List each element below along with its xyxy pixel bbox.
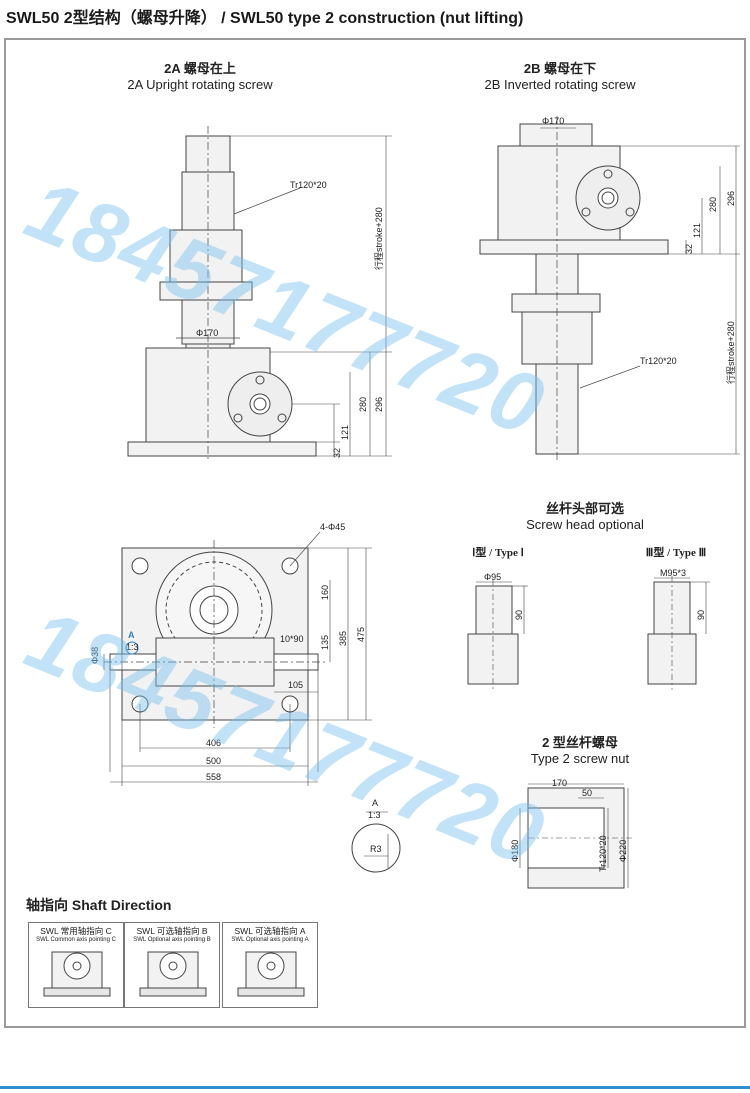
- dim-r3: R3: [370, 844, 382, 854]
- detail-a-letter: A: [372, 798, 378, 808]
- page-title: SWL50 2型结构（螺母升降） / SWL50 type 2 construc…: [6, 10, 524, 27]
- nut-heading: 2 型丝杆螺母 Type 2 screw nut: [530, 735, 630, 766]
- view-2b: [479, 116, 740, 460]
- dim-tr-2b: Tr120*20: [640, 356, 677, 366]
- dim-holes: 4-Φ45: [320, 522, 345, 532]
- dim-280-2a: 280: [358, 397, 368, 412]
- dim-32-2b: 32: [684, 244, 694, 254]
- dim-385: 385: [338, 631, 348, 646]
- dim-558: 558: [206, 772, 221, 782]
- nut-dim-tr: Tr120*20: [598, 835, 608, 872]
- type1-label: Ⅰ型 / Type Ⅰ: [472, 547, 524, 559]
- view-2b-heading: 2B 螺母在下 2B Inverted rotating screw: [484, 61, 636, 92]
- shaft-icon-c: [43, 951, 111, 997]
- drawing-frame: [4, 38, 746, 1028]
- dim-296-2b: 296: [726, 191, 736, 206]
- dim-160: 160: [320, 585, 330, 600]
- type3-label: Ⅲ型 / Type Ⅲ: [645, 547, 707, 559]
- nut-dim-170: 170: [552, 778, 567, 788]
- detail-a-scale: 1:3: [126, 642, 139, 652]
- dim-170-2a: Φ170: [196, 328, 218, 338]
- dim-280-2b: 280: [708, 197, 718, 212]
- dim-121-2a: 121: [340, 425, 350, 440]
- screw-head-heading: 丝杆头部可选 Screw head optional: [526, 501, 644, 532]
- dim-38: Φ38: [90, 647, 100, 664]
- dim-32-2a: 32: [332, 448, 342, 458]
- nut-dim-50: 50: [582, 788, 592, 798]
- dim-90-type1: 90: [514, 610, 524, 620]
- dim-105: 105: [288, 680, 303, 690]
- dim-296-2a: 296: [374, 397, 384, 412]
- dim-key: 10*90: [280, 634, 304, 644]
- dim-95: Φ95: [484, 572, 501, 582]
- shaft-icon-a: [237, 951, 305, 997]
- dim-tr-2a: Tr120*20: [290, 180, 327, 190]
- nut-dim-220: Φ220: [618, 840, 628, 862]
- dim-stroke-2b: 行程stroke+280: [725, 321, 736, 384]
- nut-dim-180: Φ180: [510, 840, 520, 862]
- shaft-direction-title: 轴指向 Shaft Direction: [26, 897, 172, 913]
- detail-a-marker: A: [128, 630, 135, 640]
- dim-406: 406: [206, 738, 221, 748]
- shaft-icon-b: [139, 951, 207, 997]
- bottom-rule: [0, 1086, 750, 1089]
- detail-a-ratio: 1:3: [368, 810, 381, 820]
- dim-135: 135: [320, 635, 330, 650]
- screw-head-type3: [647, 576, 710, 690]
- screw-head-type1: [467, 580, 528, 690]
- view-2a: [127, 126, 392, 460]
- detail-a: [351, 811, 401, 873]
- dim-170-2b: Φ170: [542, 116, 564, 126]
- dim-stroke-2a: 行程stroke+280: [373, 207, 384, 270]
- view-2a-heading: 2A 螺母在上 2A Upright rotating screw: [127, 61, 273, 92]
- dim-500: 500: [206, 756, 221, 766]
- nut-drawing: [519, 783, 632, 889]
- plan-view: [103, 531, 372, 786]
- shaft-box-a: SWL 可选轴指向 A SWL Optional axis pointing A: [222, 922, 318, 1008]
- dim-m95: M95*3: [660, 568, 686, 578]
- shaft-box-b: SWL 可选轴指向 B SWL Optional axis pointing B: [124, 922, 220, 1008]
- dim-121-2b: 121: [692, 223, 702, 238]
- dim-475: 475: [356, 627, 366, 642]
- shaft-box-c: SWL 常用轴指向 C SWL Common axis pointing C: [28, 922, 124, 1008]
- dim-90-type3: 90: [696, 610, 706, 620]
